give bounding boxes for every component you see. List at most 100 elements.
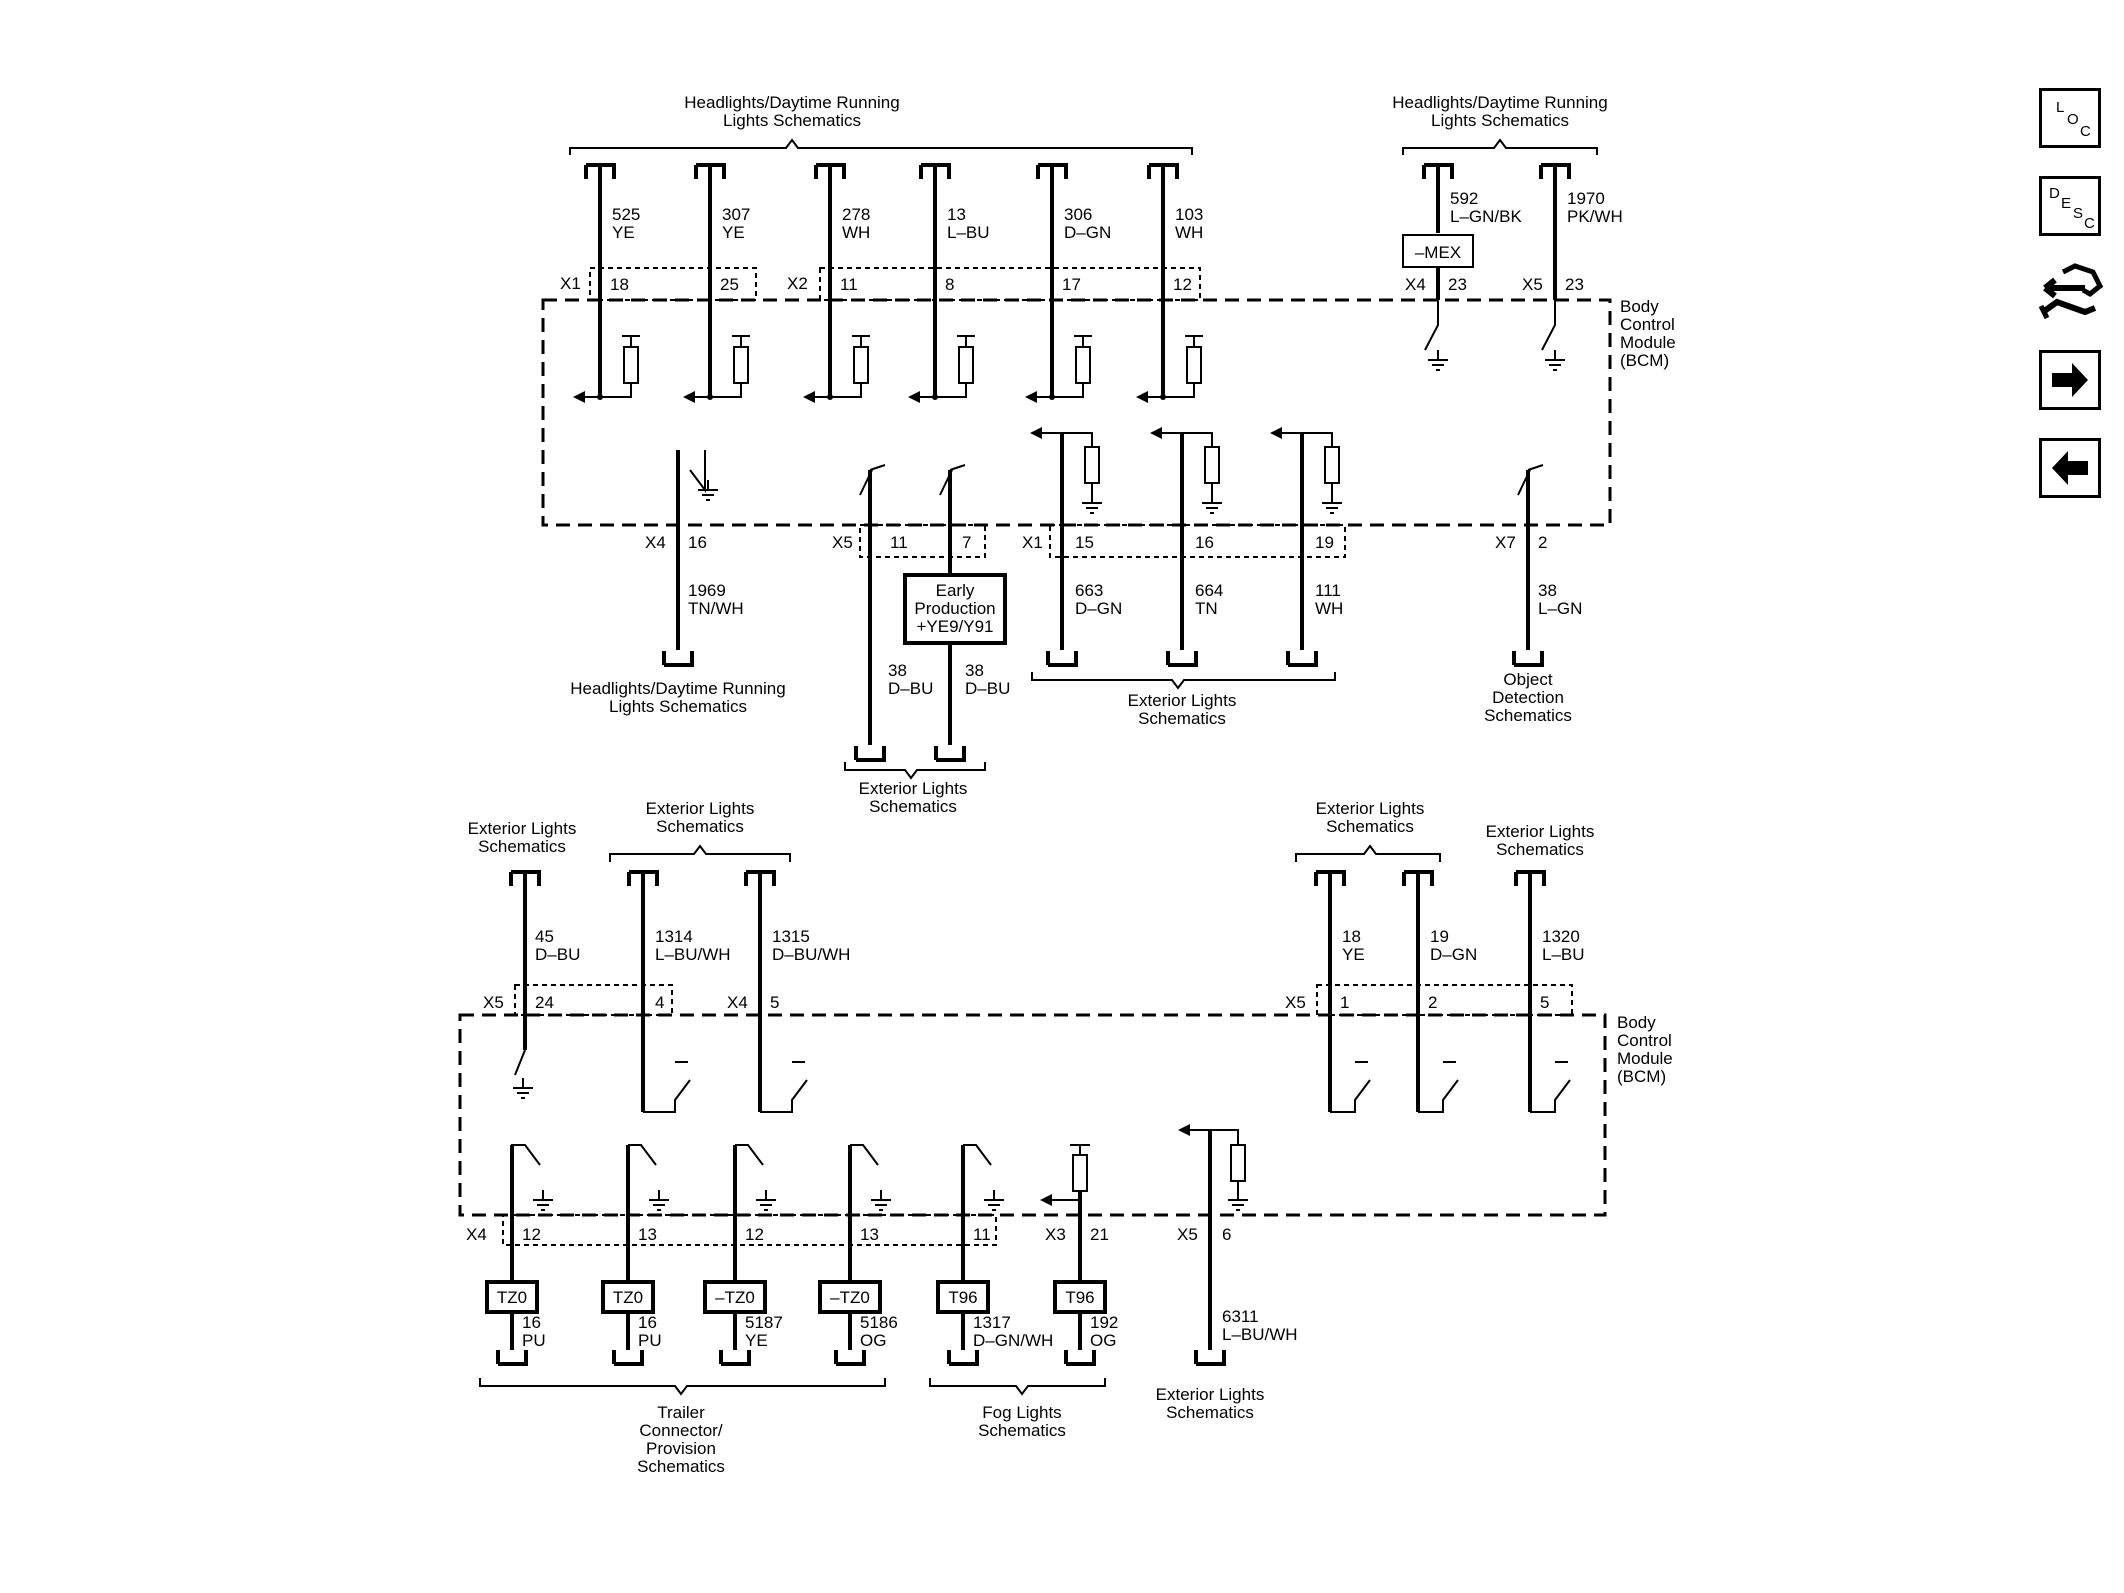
location-button[interactable]: L O C — [2039, 88, 2101, 148]
svg-text:Connector/: Connector/ — [639, 1421, 722, 1440]
wire-1970[interactable]: 1970 PK/WH X5 23 — [1522, 163, 1623, 371]
connector-x5-frame — [859, 524, 986, 558]
svg-text:Module: Module — [1617, 1049, 1673, 1068]
svg-text:1: 1 — [1340, 993, 1349, 1012]
wire-upper-4[interactable]: 306 D–GN 17 — [1036, 163, 1111, 397]
svg-text:6311: 6311 — [1222, 1307, 1259, 1326]
svg-text:1315: 1315 — [772, 927, 810, 946]
wire-upper-3[interactable]: 13 L–BU 8 — [919, 163, 990, 397]
svg-text:16: 16 — [688, 533, 707, 552]
ref-exterior-lights-5[interactable]: Exterior Lights Schematics — [1156, 1385, 1265, 1422]
svg-text:1317: 1317 — [973, 1313, 1011, 1332]
svg-text:18: 18 — [610, 275, 629, 294]
svg-text:L–BU: L–BU — [947, 223, 990, 242]
svg-text:Schematics: Schematics — [656, 817, 744, 836]
output-wire-2[interactable]: 12 –TZ0 5187 YE — [703, 1144, 783, 1366]
ref-exterior-lights-b[interactable]: Exterior Lights Schematics — [1128, 691, 1237, 728]
connector-x5-label: X5 — [832, 533, 853, 552]
svg-text:5: 5 — [770, 993, 779, 1012]
svg-text:16: 16 — [638, 1313, 657, 1332]
output-wire-0[interactable]: 12 TZ0 16 PU — [485, 1144, 554, 1366]
svg-text:+YE9/Y91: +YE9/Y91 — [916, 617, 993, 636]
wire-upper-5[interactable]: 103 WH 12 — [1147, 163, 1203, 397]
output-wire-1[interactable]: 13 TZ0 16 PU — [601, 1144, 670, 1366]
svg-text:X5: X5 — [1285, 993, 1306, 1012]
svg-text:Exterior Lights: Exterior Lights — [468, 819, 577, 838]
wire-1315[interactable]: 1315 D–BU/WH X4 5 — [727, 870, 850, 1113]
wire-38-l-gn[interactable]: X7 2 38 L–GN — [1495, 464, 1582, 667]
svg-text:Headlights/Daytime Running: Headlights/Daytime Running — [1392, 93, 1607, 112]
svg-text:Fog Lights: Fog Lights — [982, 1403, 1061, 1422]
svg-text:103: 103 — [1175, 205, 1203, 224]
wire-1314[interactable]: 1314 L–BU/WH 4 — [627, 870, 731, 1113]
svg-text:592: 592 — [1450, 189, 1478, 208]
previous-page-button[interactable] — [2039, 438, 2101, 498]
wire-upper-1[interactable]: 307 YE 25 — [694, 163, 750, 397]
svg-text:WH: WH — [1315, 599, 1343, 618]
wire-1969[interactable]: X4 16 1969 TN/WH — [645, 450, 744, 667]
ref-headlights-top-left[interactable]: Headlights/Daytime Running Lights Schema… — [684, 93, 899, 130]
svg-text:Schematics: Schematics — [637, 1457, 725, 1476]
connector-x1-lower-frame — [1049, 524, 1346, 558]
wire-upper-2[interactable]: 278 WH 11 — [814, 163, 870, 397]
svg-text:Detection: Detection — [1492, 688, 1564, 707]
ref-fog-lights[interactable]: Fog Lights Schematics — [978, 1403, 1066, 1440]
svg-text:OG: OG — [1090, 1331, 1116, 1350]
svg-text:19: 19 — [1430, 927, 1449, 946]
wire-664[interactable]: 16 664 TN — [1150, 427, 1223, 667]
svg-text:1314: 1314 — [655, 927, 693, 946]
svg-text:1320: 1320 — [1542, 927, 1580, 946]
svg-text:23: 23 — [1565, 275, 1584, 294]
ref-object-detection[interactable]: Object Detection Schematics — [1484, 670, 1572, 725]
svg-text:Exterior Lights: Exterior Lights — [646, 799, 755, 818]
svg-text:38: 38 — [888, 661, 907, 680]
wire-663[interactable]: 15 663 D–GN — [1030, 427, 1122, 667]
svg-text:16: 16 — [1195, 533, 1214, 552]
wire-6311[interactable]: X5 6 6311 L–BU/WH — [1177, 1124, 1298, 1366]
wire-18[interactable]: 18 YE X5 1 — [1285, 870, 1371, 1113]
wire-38-d-bu-a[interactable]: 11 38 D–BU — [854, 464, 933, 762]
ref-trailer-connector[interactable]: Trailer Connector/ Provision Schematics — [637, 1403, 725, 1476]
wire-19[interactable]: 19 D–GN 2 — [1402, 870, 1477, 1113]
svg-text:X5: X5 — [483, 993, 504, 1012]
diagnostic-tools-icon[interactable] — [2035, 258, 2105, 333]
wire-upper-0[interactable]: 525 YE 18 — [584, 163, 640, 397]
svg-text:1970: 1970 — [1567, 189, 1605, 208]
wire-111[interactable]: 19 111 WH — [1270, 427, 1343, 667]
svg-text:38: 38 — [965, 661, 984, 680]
svg-text:X4: X4 — [645, 533, 666, 552]
svg-text:15: 15 — [1075, 533, 1094, 552]
output-wire-4[interactable]: 11 T96 1317 D–GN/WH — [936, 1144, 1053, 1366]
svg-text:WH: WH — [842, 223, 870, 242]
output-wire-3[interactable]: 13 –TZ0 5186 OG — [818, 1144, 898, 1366]
svg-text:16: 16 — [522, 1313, 541, 1332]
svg-text:13: 13 — [638, 1225, 657, 1244]
svg-text:TN/WH: TN/WH — [688, 599, 744, 618]
ref-headlights-bottom[interactable]: Headlights/Daytime Running Lights Schema… — [570, 679, 785, 716]
ref-exterior-lights-4[interactable]: Exterior Lights Schematics — [1486, 822, 1595, 859]
next-page-button[interactable] — [2039, 350, 2101, 410]
description-button[interactable]: D E S C — [2039, 176, 2101, 236]
ref-exterior-lights-1[interactable]: Exterior Lights Schematics — [468, 819, 577, 856]
svg-text:D–BU: D–BU — [888, 679, 933, 698]
ref-exterior-lights-3[interactable]: Exterior Lights Schematics — [1316, 799, 1425, 836]
ref-exterior-lights-2[interactable]: Exterior Lights Schematics — [646, 799, 755, 836]
wire-1320[interactable]: 1320 L–BU 5 — [1514, 870, 1585, 1113]
wire-45[interactable]: 45 D–BU X5 24 — [483, 870, 580, 1099]
svg-text:13: 13 — [947, 205, 966, 224]
wire-592[interactable]: 592 L–GN/BK –MEX X4 23 — [1402, 163, 1522, 371]
wire-38-d-bu-b[interactable]: 7 Early Production +YE9/Y91 38 D–BU — [903, 464, 1010, 762]
ref-exterior-lights-a[interactable]: Exterior Lights Schematics — [859, 779, 968, 816]
svg-text:Lights Schematics: Lights Schematics — [1431, 111, 1569, 130]
arrow-left-icon — [2052, 451, 2088, 485]
wire-192[interactable]: X3 21 T96 192 OG — [1040, 1144, 1118, 1366]
svg-text:Schematics: Schematics — [978, 1421, 1066, 1440]
svg-text:23: 23 — [1448, 275, 1467, 294]
svg-text:Object: Object — [1503, 670, 1552, 689]
svg-text:Headlights/Daytime Running: Headlights/Daytime Running — [570, 679, 785, 698]
svg-text:11: 11 — [840, 275, 858, 294]
svg-text:TN: TN — [1195, 599, 1218, 618]
svg-text:Exterior Lights: Exterior Lights — [1316, 799, 1425, 818]
ref-headlights-top-right[interactable]: Headlights/Daytime Running Lights Schema… — [1392, 93, 1607, 130]
svg-text:Schematics: Schematics — [1138, 709, 1226, 728]
